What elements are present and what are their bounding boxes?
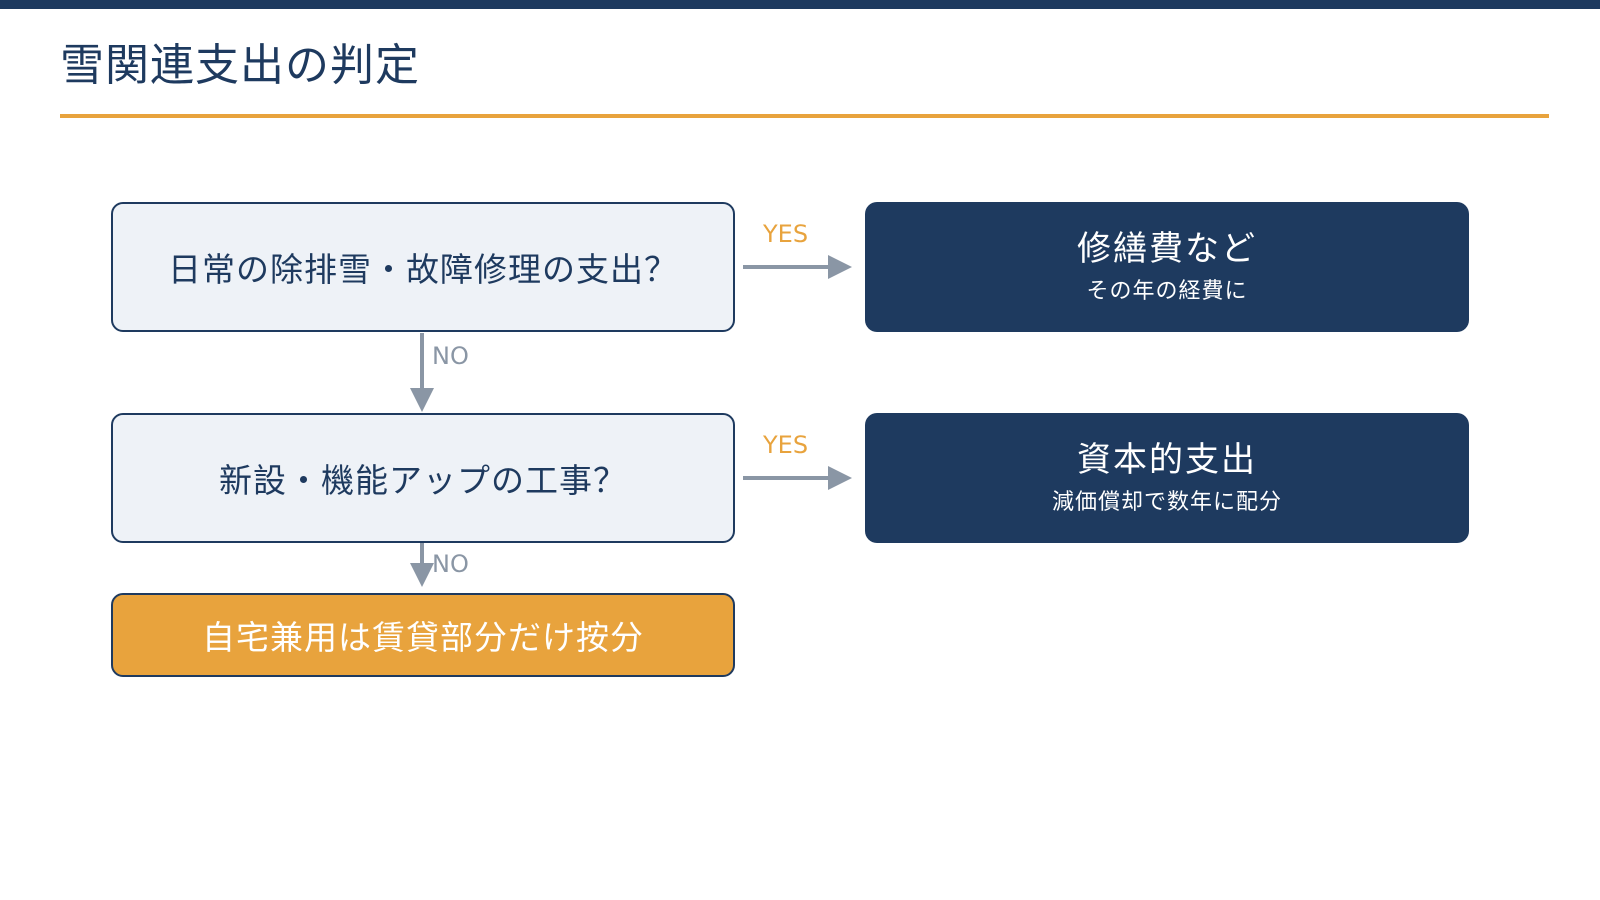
yes-label-1: YES	[763, 220, 809, 248]
final-note-box: 自宅兼用は賃貸部分だけ按分	[111, 593, 735, 677]
result-box-1: 修繕費など その年の経費に	[865, 202, 1469, 332]
question-text-1: 日常の除排雪・故障修理の支出？	[168, 250, 678, 289]
yes-label-2: YES	[763, 431, 809, 459]
result-title-1: 修繕費など	[1077, 229, 1257, 269]
result-subtitle-2: 減価償却で数年に配分	[1051, 490, 1282, 515]
result-title-2: 資本的支出	[1077, 440, 1257, 480]
result-subtitle-1: その年の経費に	[1086, 279, 1248, 304]
no-label-1: NO	[432, 342, 469, 370]
question-box-1: 日常の除排雪・故障修理の支出？	[111, 202, 735, 332]
question-text-2: 新設・機能アップの工事？	[219, 461, 627, 500]
top-bar	[0, 0, 1600, 9]
question-box-2: 新設・機能アップの工事？	[111, 413, 735, 543]
final-note-text: 自宅兼用は賃貸部分だけ按分	[202, 618, 644, 657]
title-underline	[60, 114, 1549, 118]
page-title: 雪関連支出の判定	[60, 40, 420, 91]
result-box-2: 資本的支出 減価償却で数年に配分	[865, 413, 1469, 543]
no-label-2: NO	[432, 550, 469, 578]
